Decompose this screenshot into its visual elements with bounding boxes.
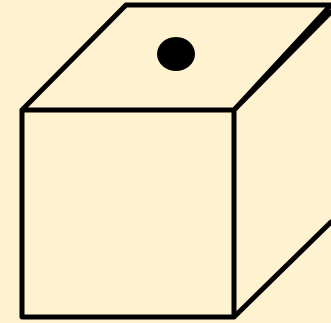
- top-face-dot: [157, 37, 195, 71]
